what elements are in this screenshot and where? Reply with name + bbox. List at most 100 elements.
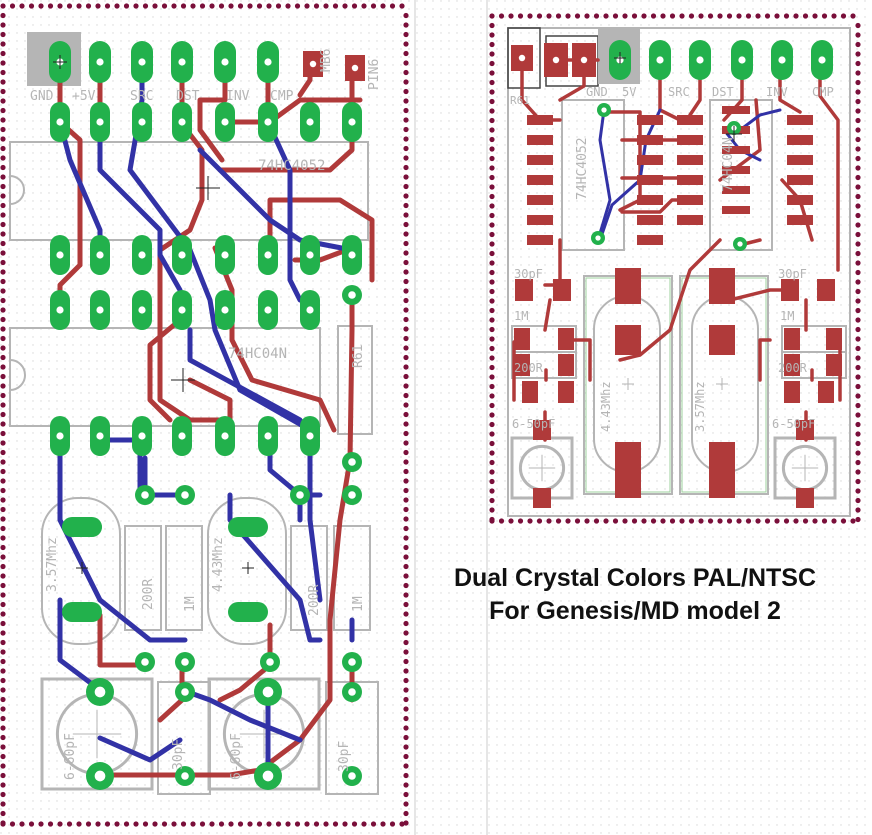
border-via xyxy=(855,165,861,171)
resistor-pad xyxy=(342,652,362,672)
border-via xyxy=(489,488,495,494)
pad-hole xyxy=(296,491,304,499)
border-via xyxy=(812,518,818,524)
border-via xyxy=(840,518,847,524)
border-via xyxy=(266,3,272,9)
ic-pin xyxy=(215,235,235,275)
border-via xyxy=(0,373,6,380)
border-via xyxy=(123,821,130,827)
border-via xyxy=(0,231,6,237)
border-via xyxy=(726,518,733,524)
border-via xyxy=(0,687,6,693)
border-via xyxy=(745,518,752,524)
border-via xyxy=(489,98,495,105)
border-via xyxy=(142,3,149,9)
border-via xyxy=(57,821,63,827)
border-via xyxy=(855,469,861,475)
border-via xyxy=(717,13,723,19)
smd-resistor xyxy=(784,328,800,350)
border-via xyxy=(855,212,861,219)
ic-pin xyxy=(132,290,152,330)
crystal-b-outline xyxy=(207,497,287,645)
r61-pad xyxy=(511,45,533,71)
border-via xyxy=(855,51,861,57)
border-via xyxy=(0,41,6,47)
header-label-pin6: PIN6 xyxy=(367,59,382,90)
smd-cap xyxy=(553,279,571,301)
border-via xyxy=(0,725,6,731)
ic-smd-pin xyxy=(637,195,663,205)
origin-cross xyxy=(242,562,254,574)
border-via xyxy=(403,734,409,741)
border-via xyxy=(0,421,6,427)
crystal-pad xyxy=(709,268,735,304)
border-via xyxy=(403,782,409,788)
border-via xyxy=(403,335,409,342)
via-pad xyxy=(175,485,195,505)
border-via xyxy=(622,518,628,524)
ic-smd-pin xyxy=(637,235,663,245)
border-via xyxy=(489,431,495,437)
trimmer-pad xyxy=(254,678,282,706)
border-via xyxy=(403,677,409,684)
border-via xyxy=(0,791,6,798)
crystal-b-label: 4.43Mhz xyxy=(211,537,226,592)
border-via xyxy=(855,478,861,485)
border-via xyxy=(403,88,409,95)
border-via xyxy=(641,518,647,524)
border-via xyxy=(403,79,409,85)
top-trace xyxy=(97,612,143,668)
border-via xyxy=(631,518,638,524)
border-via xyxy=(403,544,409,551)
border-via xyxy=(403,535,409,541)
border-via xyxy=(403,687,409,693)
border-via xyxy=(275,821,282,827)
border-via xyxy=(0,335,6,342)
ic-smd-pin xyxy=(637,155,663,165)
chip-upper-label: 74HC4052 xyxy=(575,137,590,200)
border-via xyxy=(403,810,409,817)
board-outline xyxy=(507,27,851,517)
border-via xyxy=(707,13,714,19)
border-via xyxy=(555,13,562,19)
border-via xyxy=(351,3,358,9)
pad-hole xyxy=(138,251,146,259)
border-via xyxy=(0,79,6,85)
border-via xyxy=(855,279,861,285)
left-board-border xyxy=(0,3,409,827)
ic-pin xyxy=(132,102,152,142)
pad-hole xyxy=(94,770,106,782)
border-via xyxy=(0,345,6,351)
border-via xyxy=(19,3,25,9)
header-pad-2 xyxy=(689,40,711,80)
border-via xyxy=(802,518,809,524)
pad-hole xyxy=(552,56,560,64)
top-trace xyxy=(618,238,722,362)
ic-pin xyxy=(258,102,278,142)
border-via xyxy=(76,821,82,827)
border-via xyxy=(855,393,861,399)
ic-pin xyxy=(50,290,70,330)
ic-smd-pin xyxy=(677,175,703,185)
header-pad-mb6 xyxy=(303,51,323,77)
border-via xyxy=(707,518,714,524)
border-via xyxy=(403,763,409,769)
caption-line-2: For Genesis/MD model 2 xyxy=(489,597,781,625)
border-via xyxy=(152,3,158,9)
border-via xyxy=(840,13,847,19)
pad-hole xyxy=(306,432,314,440)
pad-hole xyxy=(348,291,356,299)
border-via xyxy=(247,821,253,827)
border-via xyxy=(351,821,358,827)
border-via xyxy=(0,12,6,19)
border-via xyxy=(855,174,861,181)
border-via xyxy=(403,202,409,209)
border-via xyxy=(0,126,6,133)
border-via xyxy=(403,60,409,66)
pad-hole xyxy=(178,306,186,314)
border-via xyxy=(342,821,348,827)
pad-hole xyxy=(309,60,317,68)
border-via xyxy=(403,307,409,313)
pad-hole xyxy=(306,306,314,314)
border-via xyxy=(218,3,225,9)
